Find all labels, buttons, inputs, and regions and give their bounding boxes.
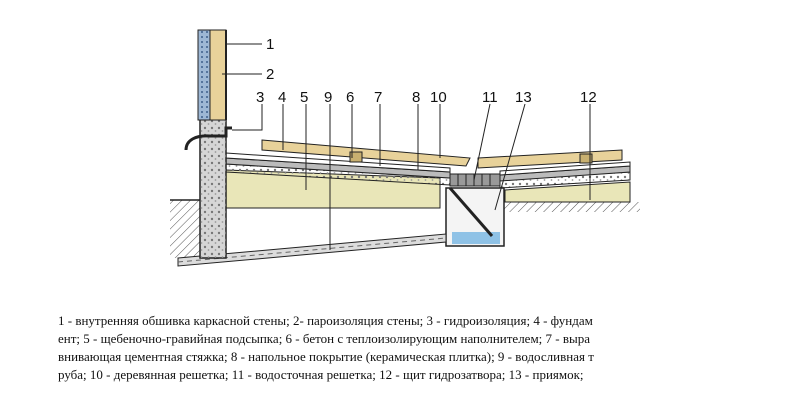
callout-2: 2 [266, 66, 274, 83]
legend-caption: 1 - внутренняя обшивка каркасной стены; … [58, 312, 758, 384]
wall-inner-lining-texture [198, 30, 210, 120]
legend-line-1: 1 - внутренняя обшивка каркасной стены; … [58, 313, 593, 328]
legend-line-2: ент; 5 - щебеночно-гравийная подсыпка; 6… [58, 331, 591, 346]
callout-3: 3 [256, 89, 264, 106]
callout-5: 5 [300, 89, 308, 106]
callout-13: 13 [515, 89, 532, 106]
drain-pit-water [452, 232, 500, 244]
callout-11: 11 [482, 89, 498, 106]
callout-10: 10 [430, 89, 447, 106]
drain-pipe [177, 233, 447, 267]
callout-8: 8 [412, 89, 420, 106]
foundation-texture [200, 116, 226, 258]
callout-1: 1 [266, 36, 274, 53]
callout-12: 12 [580, 89, 597, 106]
callout-7: 7 [374, 89, 382, 106]
grating-support-right [579, 153, 593, 164]
waterproofing-membrane [184, 126, 232, 151]
water-seal-shield [448, 187, 494, 237]
ground [170, 199, 640, 258]
legend-line-4: руба; 10 - деревянная решетка; 11 - водо… [58, 367, 584, 382]
leader-lines [222, 43, 591, 250]
callout-6: 6 [346, 89, 354, 106]
wall-vapour-barrier [209, 29, 227, 121]
gravel-bed-right [504, 181, 631, 203]
floor-drain-cross-section-diagram: 1 2 3 4 5 9 6 7 8 10 11 13 12 [170, 29, 640, 267]
callout-9: 9 [324, 89, 332, 106]
grating-support [349, 151, 363, 163]
legend-line-3: внивающая цементная стяжка; 8 - напольно… [58, 349, 594, 364]
callout-4: 4 [278, 89, 286, 106]
